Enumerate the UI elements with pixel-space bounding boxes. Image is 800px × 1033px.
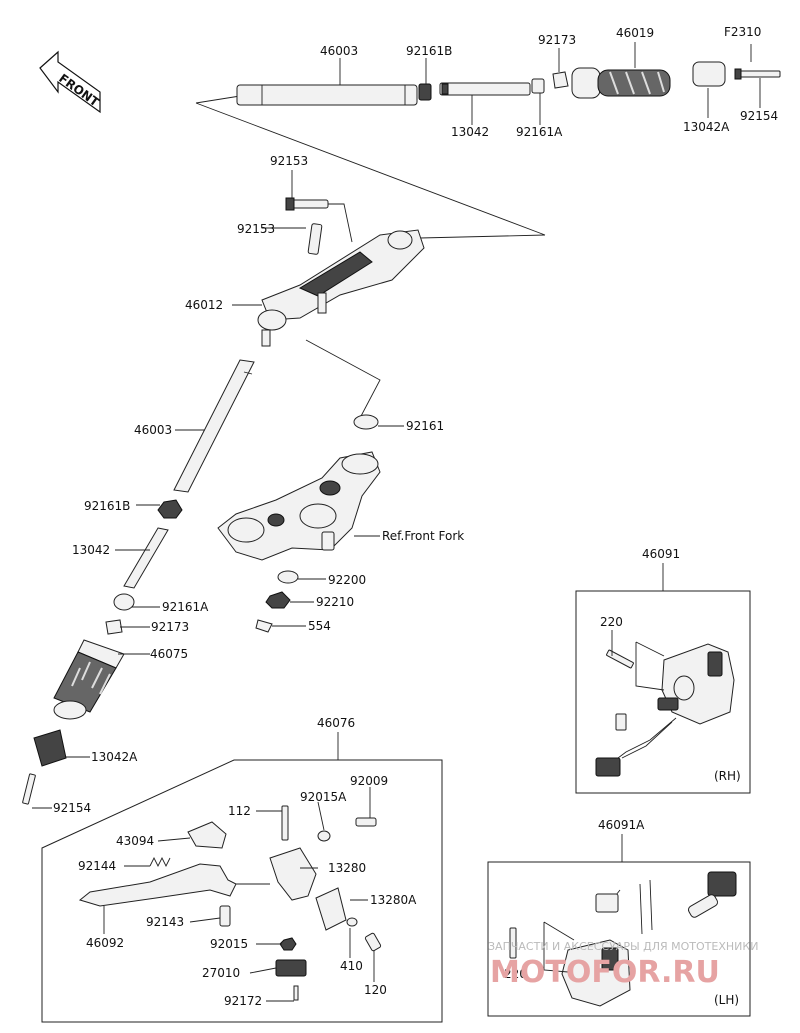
label-92154-top: 92154 xyxy=(740,109,778,123)
label-92161A-top: 92161A xyxy=(516,125,563,139)
label-554: 554 xyxy=(308,619,331,633)
label-92200: 92200 xyxy=(328,573,366,587)
label-13042-top: 13042 xyxy=(451,125,489,139)
label-220-lh: 220 xyxy=(504,967,527,981)
label-27010: 27010 xyxy=(202,966,240,980)
label-92153-b: 92153 xyxy=(237,222,275,236)
label-92173-top: 92173 xyxy=(538,33,576,47)
lever-assembly-frame xyxy=(41,759,443,1023)
handlebar-tube-left xyxy=(22,359,255,809)
label-13280: 13280 xyxy=(328,861,366,875)
watermark-line1: ЗАПЧАСТИ И АКСЕССУАРЫ ДЛЯ МОТОТЕХНИКИ xyxy=(488,940,758,953)
label-92154-mid: 92154 xyxy=(53,801,91,815)
watermark-line2: MOTOFOR.RU xyxy=(490,955,720,990)
ref-front-fork: Ref.Front Fork xyxy=(382,529,464,543)
handlebar-clamp-46012 xyxy=(232,170,425,419)
label-92161A-mid: 92161A xyxy=(162,600,209,614)
label-92161B-top: 92161B xyxy=(406,44,452,58)
label-92161: 92161 xyxy=(406,419,444,433)
label-92210: 92210 xyxy=(316,595,354,609)
front-arrow-icon: FRONT xyxy=(39,50,102,114)
label-46003-top: 46003 xyxy=(320,44,358,58)
label-46076: 46076 xyxy=(317,716,355,730)
label-46092: 46092 xyxy=(86,936,124,950)
label-13042A-top: 13042A xyxy=(683,120,730,134)
label-112: 112 xyxy=(228,804,251,818)
label-46019: 46019 xyxy=(616,26,654,40)
label-46012: 46012 xyxy=(185,298,223,312)
label-92009: 92009 xyxy=(350,774,388,788)
label-13280A: 13280A xyxy=(370,893,417,907)
label-92144: 92144 xyxy=(78,859,116,873)
top-handlebar-assembly xyxy=(195,42,781,239)
label-13042-mid: 13042 xyxy=(72,543,110,557)
lh-switch-frame xyxy=(487,861,751,1017)
rh-label: (RH) xyxy=(714,769,741,783)
label-92015: 92015 xyxy=(210,937,248,951)
label-92161B-mid: 92161B xyxy=(84,499,130,513)
label-220-rh: 220 xyxy=(600,615,623,629)
lh-switch-housing xyxy=(509,871,737,1007)
label-92143: 92143 xyxy=(146,915,184,929)
label-92172: 92172 xyxy=(224,994,262,1008)
label-43094: 43094 xyxy=(116,834,154,848)
label-46091A: 46091A xyxy=(598,818,645,832)
diagram-code: F2310 xyxy=(724,25,761,39)
label-92015A: 92015A xyxy=(300,790,347,804)
label-46003-mid: 46003 xyxy=(134,423,172,437)
label-92153-a: 92153 xyxy=(270,154,308,168)
label-120: 120 xyxy=(364,983,387,997)
lever-assembly xyxy=(78,787,382,1002)
label-46091: 46091 xyxy=(642,547,680,561)
label-13042A-mid: 13042A xyxy=(91,750,138,764)
label-46075: 46075 xyxy=(150,647,188,661)
label-410: 410 xyxy=(340,959,363,973)
rh-switch-housing xyxy=(595,630,735,777)
label-92173-mid: 92173 xyxy=(151,620,189,634)
upper-triple-clamp xyxy=(217,414,404,633)
lh-label: (LH) xyxy=(714,993,739,1007)
